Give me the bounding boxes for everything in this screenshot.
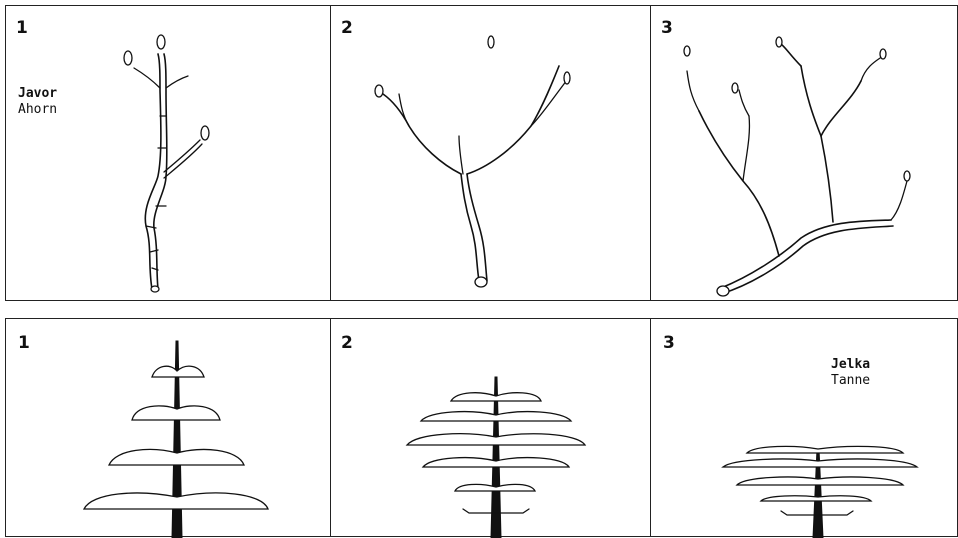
maple-stage-2-panel: 2	[330, 5, 652, 301]
fir-stage-3-panel: 3 Jelka Tanne	[650, 318, 958, 537]
fir-stage-1-panel: 1	[5, 318, 332, 537]
fir-stage-2-panel: 2	[330, 318, 652, 537]
maple-stage-1-panel: 1 Javor Ahorn	[5, 5, 332, 301]
fir-stage-3-drawing	[651, 319, 958, 538]
maple-stage-3-panel: 3	[650, 5, 958, 301]
maple-branch-stage-3-drawing	[651, 6, 958, 302]
fir-stage-2-drawing	[331, 319, 653, 538]
maple-branch-stage-2-drawing	[331, 6, 653, 302]
fir-stage-1-drawing	[6, 319, 333, 538]
maple-branch-stage-1-drawing	[6, 6, 333, 302]
